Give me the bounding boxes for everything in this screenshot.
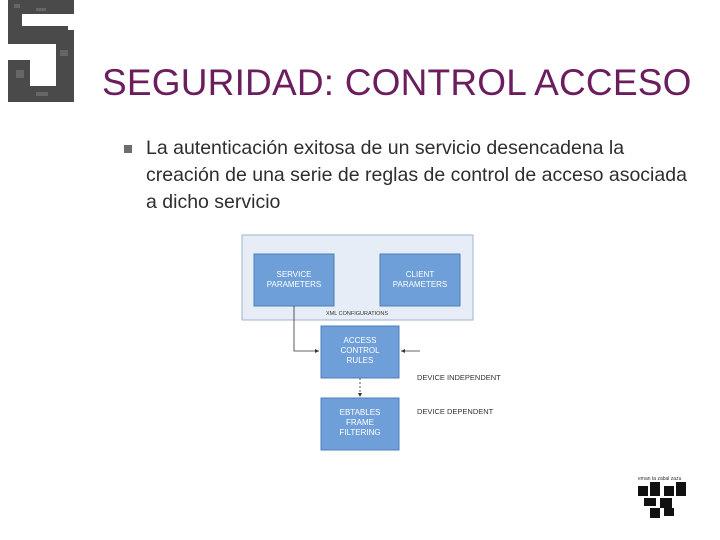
ebtables-box [320,397,400,451]
bullet-marker [124,145,132,153]
service-parameters-box [253,253,335,307]
access-control-diagram: SERVICE PARAMETERS CLIENT PARAMETERS XML… [241,234,501,451]
ebtables-line3: FILTERING [339,428,380,437]
access-control-rules-box [320,325,400,379]
ebtables-line2: FRAME [346,418,374,427]
university-logo-icon [8,0,74,102]
service-to-acl-arrow [293,306,319,353]
slide-title: SEGURIDAD: CONTROL ACCESO [102,62,692,103]
client-parameters-line1: CLIENT [406,270,435,279]
acl-line2: CONTROL [340,346,380,355]
service-parameters-line2: PARAMETERS [267,280,322,289]
logo-caption: eman ta zabal zazu [638,476,682,482]
xml-configurations-label: XML CONFIGURATIONS [326,311,388,317]
acl-line1: ACCESS [344,336,377,345]
service-parameters-line1: SERVICE [277,270,312,279]
client-parameters-line2: PARAMETERS [393,280,448,289]
device-independent-label: DEVICE INDEPENDENT [417,373,501,382]
ebtables-line1: EBTABLES [340,408,381,417]
bullet-text: La autenticación exitosa de un servicio … [146,137,687,213]
ehu-logo-icon [638,482,686,518]
client-parameters-box [379,253,461,307]
acl-line3: RULES [347,356,374,365]
device-dependent-label: DEVICE DEPENDENT [417,407,494,416]
